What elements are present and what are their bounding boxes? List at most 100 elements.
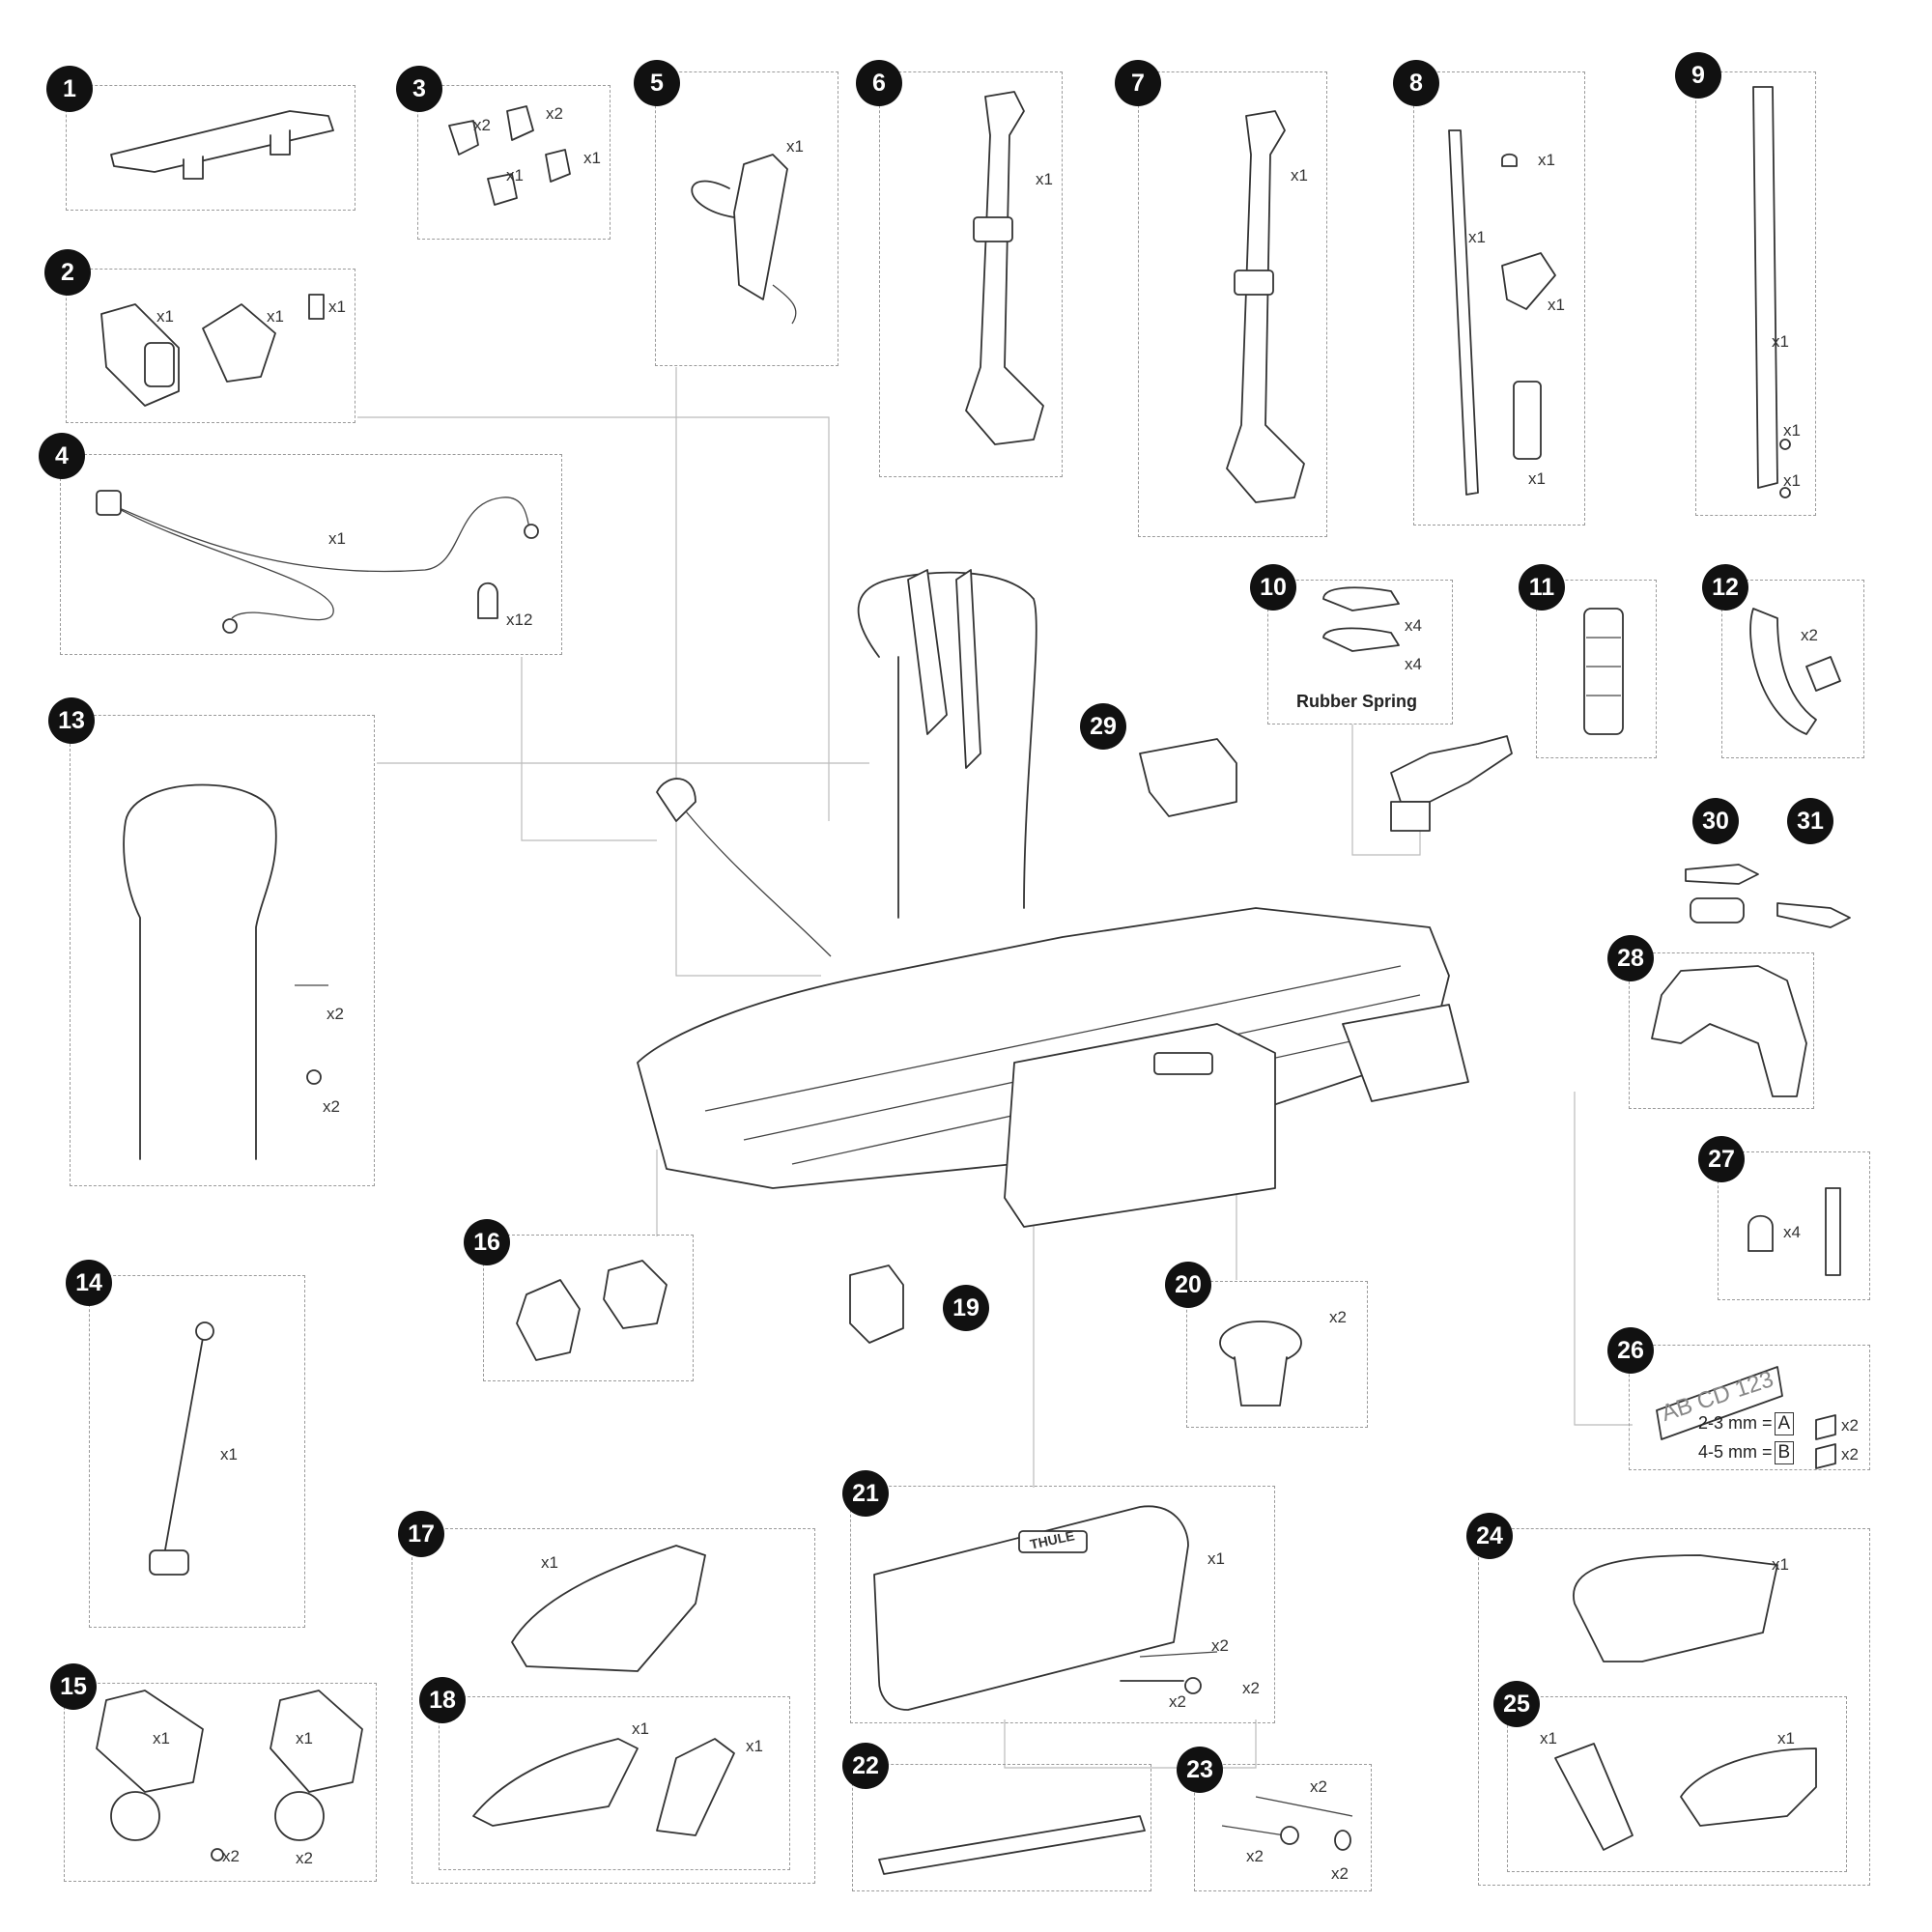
quantity-label: x2 xyxy=(1310,1777,1327,1796)
quantity-label: x1 xyxy=(328,298,346,316)
part-number-4: 4 xyxy=(39,433,85,479)
part-23-drawing xyxy=(1221,1796,1353,1851)
quantity-label: x1 xyxy=(1036,170,1053,188)
part-number-15: 15 xyxy=(50,1663,97,1710)
part-6-box xyxy=(879,71,1063,477)
part-20-box xyxy=(1186,1281,1368,1428)
part-4-box xyxy=(60,454,562,655)
part-number-24: 24 xyxy=(1466,1513,1513,1559)
quantity-label: x1 xyxy=(1291,166,1308,185)
part-number-19: 19 xyxy=(943,1285,989,1331)
part-25-box xyxy=(1507,1696,1847,1872)
part-number-5: 5 xyxy=(634,60,680,106)
quantity-label: x1 xyxy=(1777,1729,1795,1747)
assembled-bike-carrier xyxy=(637,569,1469,1228)
quantity-label: x1 xyxy=(1538,151,1555,169)
part-17-box xyxy=(412,1528,815,1884)
part-11-box xyxy=(1536,580,1657,758)
quantity-label: x2 xyxy=(1801,626,1818,644)
part-18-drawing xyxy=(472,1738,735,1836)
part-15-box xyxy=(64,1683,377,1882)
part-number-6: 6 xyxy=(856,60,902,106)
part-number-13: 13 xyxy=(48,697,95,744)
quantity-label: x1 xyxy=(583,149,601,167)
part-8-drawing xyxy=(1448,129,1556,496)
part-20-drawing xyxy=(1219,1321,1302,1406)
part-22-drawing xyxy=(878,1815,1146,1875)
part-number-18: 18 xyxy=(419,1677,466,1723)
quantity-label: x2 xyxy=(1246,1847,1264,1865)
quantity-label: x1 xyxy=(1528,469,1546,488)
part-14-drawing xyxy=(149,1321,214,1576)
part-number-16: 16 xyxy=(464,1219,510,1265)
quantity-label: x1 xyxy=(296,1729,313,1747)
part-16-drawing xyxy=(516,1260,668,1361)
part-number-1: 1 xyxy=(46,66,93,112)
quantity-label: x2 xyxy=(1211,1636,1229,1655)
part-number-21: 21 xyxy=(842,1470,889,1517)
part-number-2: 2 xyxy=(44,249,91,296)
part-2-box xyxy=(66,269,355,423)
quantity-label: x1 xyxy=(541,1553,558,1572)
quantity-label: x2 xyxy=(323,1097,340,1116)
part-number-10: 10 xyxy=(1250,564,1296,611)
quantity-label: x1 xyxy=(220,1445,238,1463)
quantity-label: x1 xyxy=(506,166,524,185)
part-number-30: 30 xyxy=(1692,798,1739,844)
part-29-drawing xyxy=(1139,738,1237,817)
quantity-label: x1 xyxy=(1783,421,1801,440)
part-number-7: 7 xyxy=(1115,60,1161,106)
part-26-box xyxy=(1629,1345,1870,1470)
quantity-label: x2 xyxy=(473,116,491,134)
quantity-label: x2 xyxy=(1841,1416,1859,1435)
quantity-label: x1 xyxy=(1540,1729,1557,1747)
quantity-label: x2 xyxy=(1331,1864,1349,1883)
part-25-drawing xyxy=(1554,1743,1817,1851)
quantity-label: x2 xyxy=(327,1005,344,1023)
quantity-label: x1 xyxy=(267,307,284,326)
part-number-22: 22 xyxy=(842,1743,889,1789)
rubber-spring-caption: Rubber Spring xyxy=(1296,692,1417,711)
part-12-box xyxy=(1721,580,1864,758)
quantity-label: x1 xyxy=(1783,471,1801,490)
part-21-drawing xyxy=(873,1505,1218,1711)
quantity-label: x1 xyxy=(153,1729,170,1747)
part-30-31-drawing xyxy=(1685,864,1851,928)
part-10-box xyxy=(1267,580,1453,724)
part-13-box xyxy=(70,715,375,1186)
part-28-box xyxy=(1629,952,1814,1109)
part-number-31: 31 xyxy=(1787,798,1833,844)
part-27-box xyxy=(1718,1151,1870,1300)
part-24-drawing xyxy=(1573,1554,1778,1662)
part-number-29: 29 xyxy=(1080,703,1126,750)
part-number-23: 23 xyxy=(1177,1747,1223,1793)
part-10-drawing xyxy=(1322,586,1513,832)
plate-letter-box: A xyxy=(1774,1412,1795,1435)
part-12-drawing xyxy=(1749,608,1841,735)
part-13-drawing xyxy=(123,783,328,1160)
part-number-17: 17 xyxy=(398,1511,444,1557)
part-16-box xyxy=(483,1235,694,1381)
part-7-drawing xyxy=(1226,110,1305,503)
part-19-drawing xyxy=(849,1264,904,1344)
part-21-box xyxy=(850,1486,1275,1723)
part-28-drawing xyxy=(1651,965,1807,1097)
part-3-drawing xyxy=(448,105,571,206)
part-number-20: 20 xyxy=(1165,1262,1211,1308)
part-number-3: 3 xyxy=(396,66,442,112)
quantity-label: x1 xyxy=(632,1719,649,1738)
quantity-label: x1 xyxy=(1772,332,1789,351)
quantity-label: x1 xyxy=(1208,1549,1225,1568)
quantity-label: x1 xyxy=(786,137,804,156)
part-3-box xyxy=(417,85,611,240)
quantity-label: x2 xyxy=(1242,1679,1260,1697)
part-9-drawing xyxy=(1752,86,1791,498)
plate-letter-box: B xyxy=(1774,1441,1795,1464)
part-2-drawing xyxy=(100,294,325,407)
part-number-12: 12 xyxy=(1702,564,1748,611)
plate-thickness-row-a: 2-3 mm =A xyxy=(1698,1412,1796,1435)
part-14-box xyxy=(89,1275,305,1628)
part-number-14: 14 xyxy=(66,1260,112,1306)
part-24-box xyxy=(1478,1528,1870,1886)
plate-thickness-row-b: 4-5 mm =B xyxy=(1698,1441,1796,1464)
